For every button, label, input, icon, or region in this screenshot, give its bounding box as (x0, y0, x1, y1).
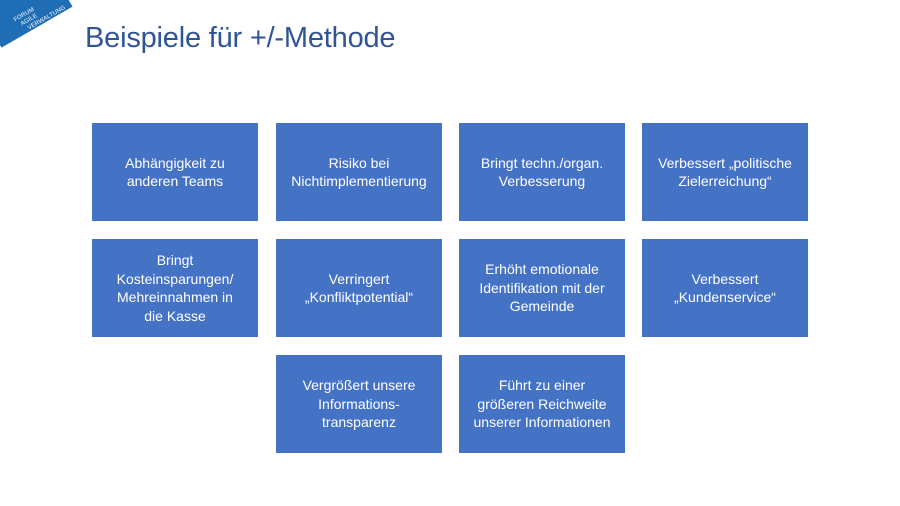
card-risiko: Risiko bei Nichtimplementierung (276, 123, 442, 221)
card-abhaengigkeit: Abhängigkeit zu anderen Teams (92, 123, 258, 221)
card-verbesserung: Bringt techn./organ. Verbesserung (459, 123, 625, 221)
card-label: Verbessert „Kundenservice“ (674, 270, 776, 306)
card-label: Abhängigkeit zu anderen Teams (125, 154, 225, 190)
card-kundenservice: Verbessert „Kundenservice“ (642, 239, 808, 337)
card-label: Risiko bei Nichtimplementierung (291, 154, 427, 190)
card-label: Bringt Kosteinsparungen/ Mehreinnahmen i… (116, 252, 234, 324)
card-label: Bringt techn./organ. Verbesserung (480, 154, 604, 190)
card-kosteinsparungen: Bringt Kosteinsparungen/ Mehreinnahmen i… (92, 239, 258, 337)
card-informationstransparenz: Vergrößert unsere Informations- transpar… (276, 355, 442, 453)
card-label: Verringert „Konfliktpotential“ (304, 270, 414, 306)
slide-title: Beispiele für +/-Methode (85, 22, 396, 54)
card-label: Verbessert „politische Zielerreichung“ (658, 154, 792, 190)
card-politische-zielerreichung: Verbessert „politische Zielerreichung“ (642, 123, 808, 221)
card-reichweite: Führt zu einer größeren Reichweite unser… (459, 355, 625, 453)
card-label: Führt zu einer größeren Reichweite unser… (473, 377, 611, 431)
card-konfliktpotential: Verringert „Konfliktpotential“ (276, 239, 442, 337)
card-identifikation: Erhöht emotionale Identifikation mit der… (459, 239, 625, 337)
card-label: Erhöht emotionale Identifikation mit der… (479, 261, 605, 315)
card-label: Vergrößert unsere Informations- transpar… (302, 377, 416, 431)
